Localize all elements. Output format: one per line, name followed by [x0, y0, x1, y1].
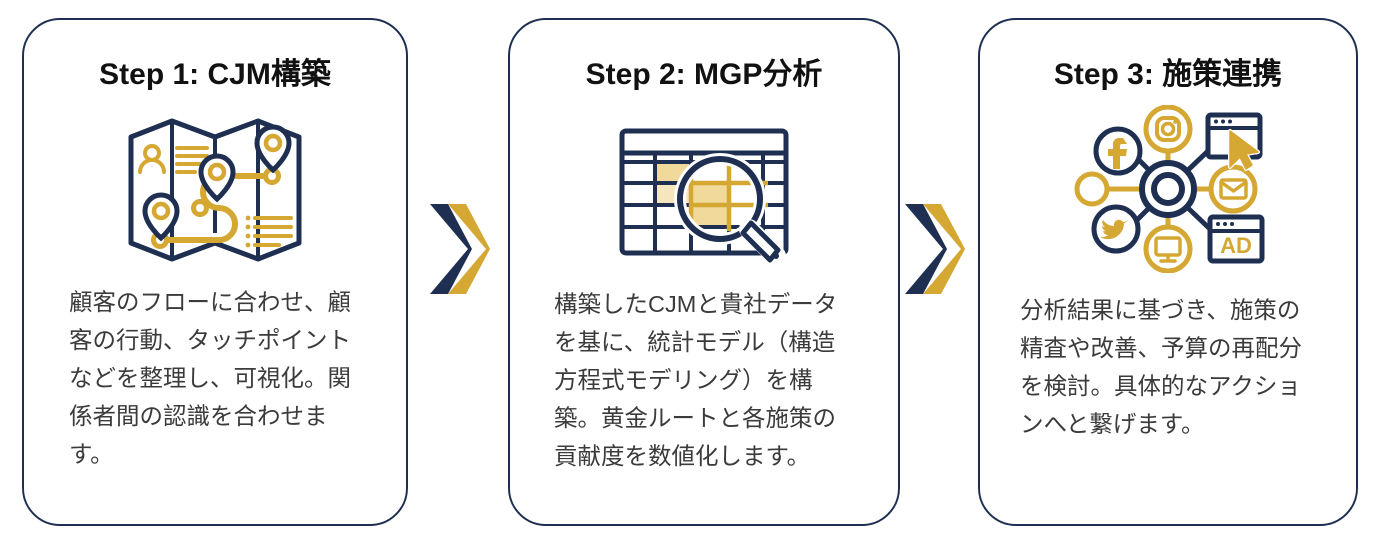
double-chevron-right-icon-2 [905, 204, 965, 294]
step-3-title: Step 3: 施策連携 [1053, 58, 1283, 91]
step-3-icon-wrap: AD [1070, 105, 1266, 273]
step-card-1: Step 1: CJM構築 [22, 18, 408, 526]
step-card-3: Step 3: 施策連携 [978, 18, 1358, 526]
step-2-description: 構築したCJMと貴社データを基に、統計モデル（構造方程式モデリング）を構築。黄金… [554, 291, 838, 470]
marketing-channel-hub-icon: AD [1074, 105, 1265, 273]
step-1-title: Step 1: CJM構築 [99, 58, 331, 91]
step-1-icon-wrap [127, 115, 303, 265]
chevron-arrow-2 [903, 200, 965, 303]
step-2-title: Step 2: MGP分析 [585, 58, 823, 91]
step-card-2: Step 2: MGP分析 [508, 18, 900, 526]
ad-banner-label: AD [1220, 233, 1252, 258]
step-2-icon-wrap [618, 123, 790, 265]
step-3-description: 分析結果に基づき、施策の精査や改善、予算の再配分を検討。具体的なアクションへと繋… [1020, 297, 1302, 438]
chevron-arrow-1 [428, 200, 490, 303]
double-chevron-right-icon [430, 204, 490, 294]
step-1-description: 顧客のフローに合わせ、顧客の行動、タッチポイントなどを整理し、可視化。関係者間の… [69, 289, 351, 468]
spreadsheet-magnifier-icon [619, 128, 789, 265]
folded-map-route-icon [128, 118, 302, 262]
